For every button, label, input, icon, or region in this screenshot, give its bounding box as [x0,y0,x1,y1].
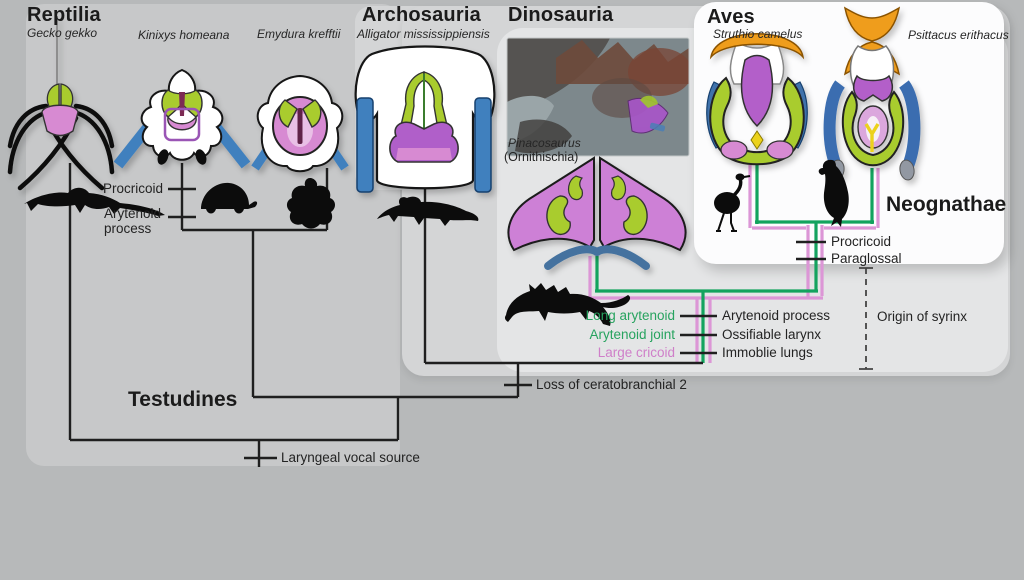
long-arytenoid-label: Long arytenoid [585,308,675,323]
ornithischia-label: (Ornithischia) [504,150,579,164]
emydura-silhouette [286,178,336,229]
emydura-species-label: Emydura krefftii [257,27,341,41]
gecko-species-label: Gecko gekko [27,26,98,40]
kinixys-larynx-illustration [113,68,251,169]
procricoid-turtles-label: Procricoid [103,181,164,196]
psittacus-species-label: Psittacus erithacus [908,28,1009,42]
black-tree [68,163,826,467]
laryngeal-vocal-source-label: Laryngeal vocal source [281,450,420,465]
dinosauria-title: Dinosauria [508,4,614,26]
struthio-species-label: Struthio camelus [713,27,803,41]
large-cricoid-label: Large cricoid [597,345,675,360]
arytenoid-joint-label: Arytenoid joint [589,327,675,342]
archosauria-title: Archosauria [362,4,481,26]
gecko-larynx-illustration [7,16,115,191]
ossifiable-larynx-label: Ossifiable larynx [722,327,822,342]
crocodile-silhouette [377,196,479,226]
paraglossal-label: Paraglossal [831,251,902,266]
arytenoid-process-arch-label: Arytenoid process [722,308,831,323]
syrinx-tree-pink [588,165,880,363]
ankylosaur-silhouette [504,283,631,326]
reptilia-title: Reptilia [27,4,101,26]
neognathae-title: Neognathae [886,193,1007,216]
pinacosaurus-photo [506,37,690,157]
syrinx-tree-green [595,165,874,363]
kinixys-species-label: Kinixys homeana [138,28,230,42]
ostrich-silhouette [714,173,751,232]
pinacosaurus-larynx-illustration [507,156,687,270]
origin-of-syrinx-bracket [859,267,873,370]
struthio-larynx-illustration [706,33,808,166]
alligator-species-label: Alligator mississippiensis [357,27,490,41]
aves-title: Aves [707,6,755,28]
origin-of-syrinx-label: Origin of syrinx [877,309,968,324]
procricoid-aves-label: Procricoid [831,234,892,249]
gecko-silhouette [24,187,165,216]
pinacosaurus-label: Pinacosaurus [508,136,581,150]
loss-ceratobranchial-label: Loss of ceratobranchial 2 [536,377,687,392]
alligator-larynx-illustration [354,45,496,193]
emydura-larynx-illustration [251,74,349,173]
reptilia-panel [26,4,400,466]
immoblie-lungs-label: Immoblie lungs [722,345,813,360]
tortoise-silhouette [201,182,258,214]
arytenoid-process-turtles-label: Arytenoid process [104,206,162,236]
psittacus-larynx-illustration [823,6,921,181]
parrot-silhouette [818,159,849,227]
testudines-title: Testudines [128,388,238,411]
